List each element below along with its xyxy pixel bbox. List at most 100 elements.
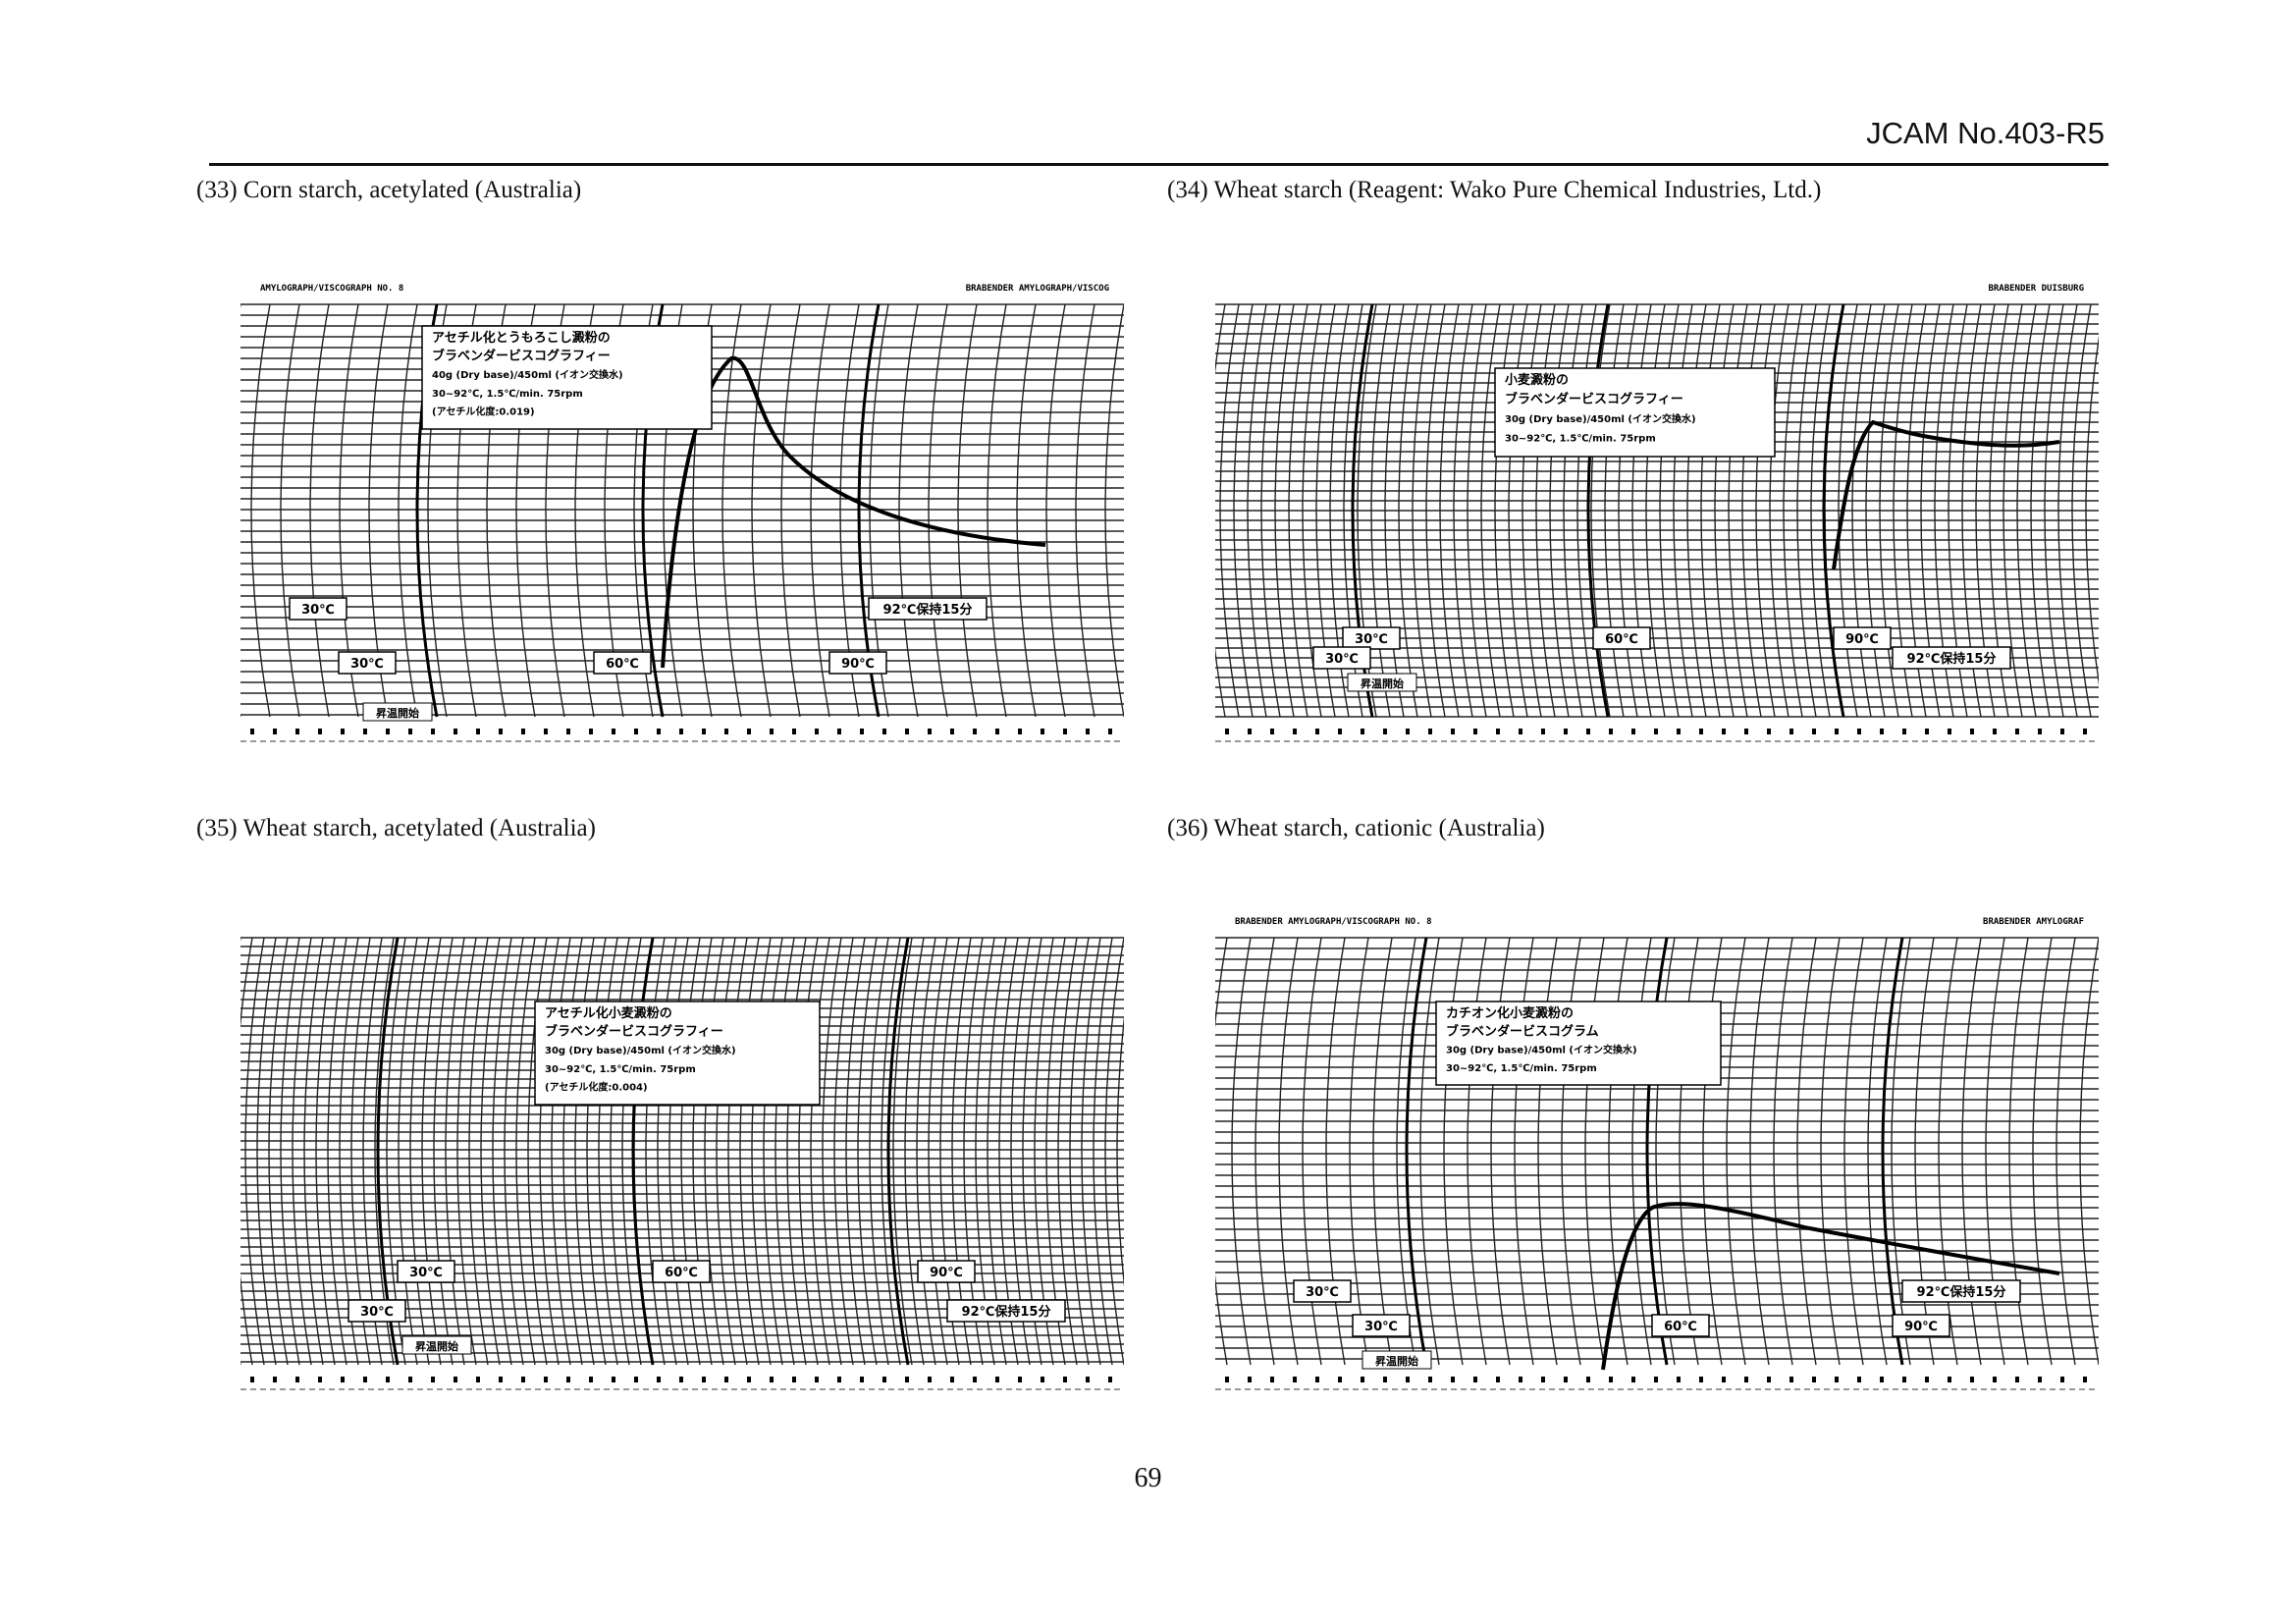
caption-panel-36: (36) Wheat starch, cationic (Australia) (1167, 815, 1545, 841)
grid-time-line (1490, 937, 1511, 1366)
tick-mark (341, 729, 345, 734)
temperature-label: 30℃ (1355, 632, 1388, 647)
tick-mark (1270, 729, 1274, 734)
tick-mark (1406, 729, 1410, 734)
bottom-tick-strip (1225, 729, 2087, 734)
temperature-label: 30℃ (409, 1266, 443, 1280)
grid-time-line (1396, 937, 1416, 1366)
temperature-label-box (868, 597, 988, 621)
tick-mark (408, 1377, 412, 1382)
grid-time-line (1820, 937, 1841, 1366)
grid-time-line (751, 303, 772, 718)
tick-mark (566, 729, 570, 734)
grid-time-line (727, 937, 748, 1366)
grid-time-line (504, 937, 524, 1366)
grid-reference-arc (1822, 303, 1845, 718)
amylograph-chart-33: AMYLOGRAPH/VISCOGRAPH NO. 8 BRABENDER AMY… (240, 275, 1124, 756)
grid-time-line (2085, 335, 2099, 686)
grid-time-line (2016, 303, 2037, 718)
grid-time-line (704, 937, 724, 1366)
grid-time-line (1069, 937, 1090, 1366)
tick-mark (882, 1377, 886, 1382)
tick-mark (589, 1377, 593, 1382)
grid-time-line (280, 937, 300, 1366)
tick-mark (837, 729, 841, 734)
tick-mark (1835, 729, 1839, 734)
tick-mark (1654, 729, 1658, 734)
grid-time-line (739, 937, 760, 1366)
tick-mark (566, 1377, 570, 1382)
tick-mark (1338, 1377, 1342, 1382)
temperature-label-box (593, 651, 652, 675)
annotation-line: (アセチル化度:0.019) (432, 405, 535, 417)
grid-time-line (1655, 937, 1676, 1366)
grid-time-line (1439, 303, 1460, 718)
grid-time-line (1563, 303, 1583, 718)
tick-mark (724, 1377, 728, 1382)
temperature-label: 92℃保持15分 (1907, 651, 1997, 667)
tick-mark (1248, 1377, 1252, 1382)
tick-mark (499, 729, 503, 734)
tick-mark (521, 729, 525, 734)
grid-time-line (1961, 937, 1982, 1366)
tick-mark (1857, 1377, 1861, 1382)
tick-mark (770, 729, 774, 734)
grid-time-line (1700, 303, 1721, 718)
tick-mark (1519, 729, 1522, 734)
grid-time-line (810, 937, 830, 1366)
grid-time-line (822, 937, 842, 1366)
grid-time-line (692, 937, 713, 1366)
tick-mark (1880, 729, 1884, 734)
grid-time-line (539, 937, 560, 1366)
grid-time-line (303, 937, 324, 1366)
tick-mark (2060, 729, 2064, 734)
tick-mark (1361, 1377, 1364, 1382)
tick-mark (1108, 1377, 1112, 1382)
grid-time-line (1631, 303, 1652, 718)
grid-time-line (763, 937, 783, 1366)
grid-time-line (1796, 303, 1817, 718)
grid-time-line (1714, 303, 1735, 718)
annotation-box (1435, 1001, 1722, 1086)
paper-header-left: AMYLOGRAPH/VISCOGRAPH NO. 8 (260, 284, 403, 294)
paper-header-right: BRABENDER AMYLOGRAPH/VISCOG (966, 284, 1109, 294)
grid-time-line (1372, 937, 1393, 1366)
grid-time-line (1726, 937, 1746, 1366)
grid-time-line (1702, 937, 1723, 1366)
tick-mark (1428, 729, 1432, 734)
grid-time-line (810, 303, 830, 718)
tick-mark (499, 1377, 503, 1382)
grid-time-line (433, 937, 454, 1366)
grid-time-line (1728, 303, 1748, 718)
grid-time-line (1260, 303, 1281, 718)
grid-time-line (1370, 303, 1391, 718)
temperature-label-box (1592, 626, 1651, 650)
grid-time-line (1278, 937, 1299, 1366)
grid-time-line (898, 303, 919, 718)
temperature-label-box (1892, 1314, 1950, 1337)
annotation-line: 30~92℃, 1.5℃/min. 75rpm (432, 389, 583, 400)
tick-mark (702, 729, 706, 734)
viscosity-curve (661, 355, 1046, 669)
grid-time-line (928, 937, 948, 1366)
grid-time-line (1838, 303, 1858, 718)
grid-time-line (315, 937, 336, 1366)
tick-mark (2015, 729, 2019, 734)
grid-time-line (1631, 937, 1652, 1366)
tick-mark (1315, 1377, 1319, 1382)
temperature-label: 60℃ (1664, 1320, 1697, 1334)
tick-mark (950, 729, 954, 734)
tick-mark (408, 729, 412, 734)
tick-mark (1767, 1377, 1771, 1382)
tick-mark (1654, 1377, 1658, 1382)
grid-time-line (1514, 937, 1534, 1366)
tick-mark (2060, 1377, 2064, 1382)
tick-mark (1857, 729, 1861, 734)
amylograph-grid-34: BRABENDER DUISBURG小麦澱粉のブラベンダービスコグラフィー30g… (1215, 284, 2099, 742)
tick-mark (1789, 1377, 1793, 1382)
tick-mark (1609, 729, 1613, 734)
grid-time-line (456, 937, 477, 1366)
tick-mark (747, 729, 751, 734)
grid-time-line (1749, 937, 1770, 1366)
